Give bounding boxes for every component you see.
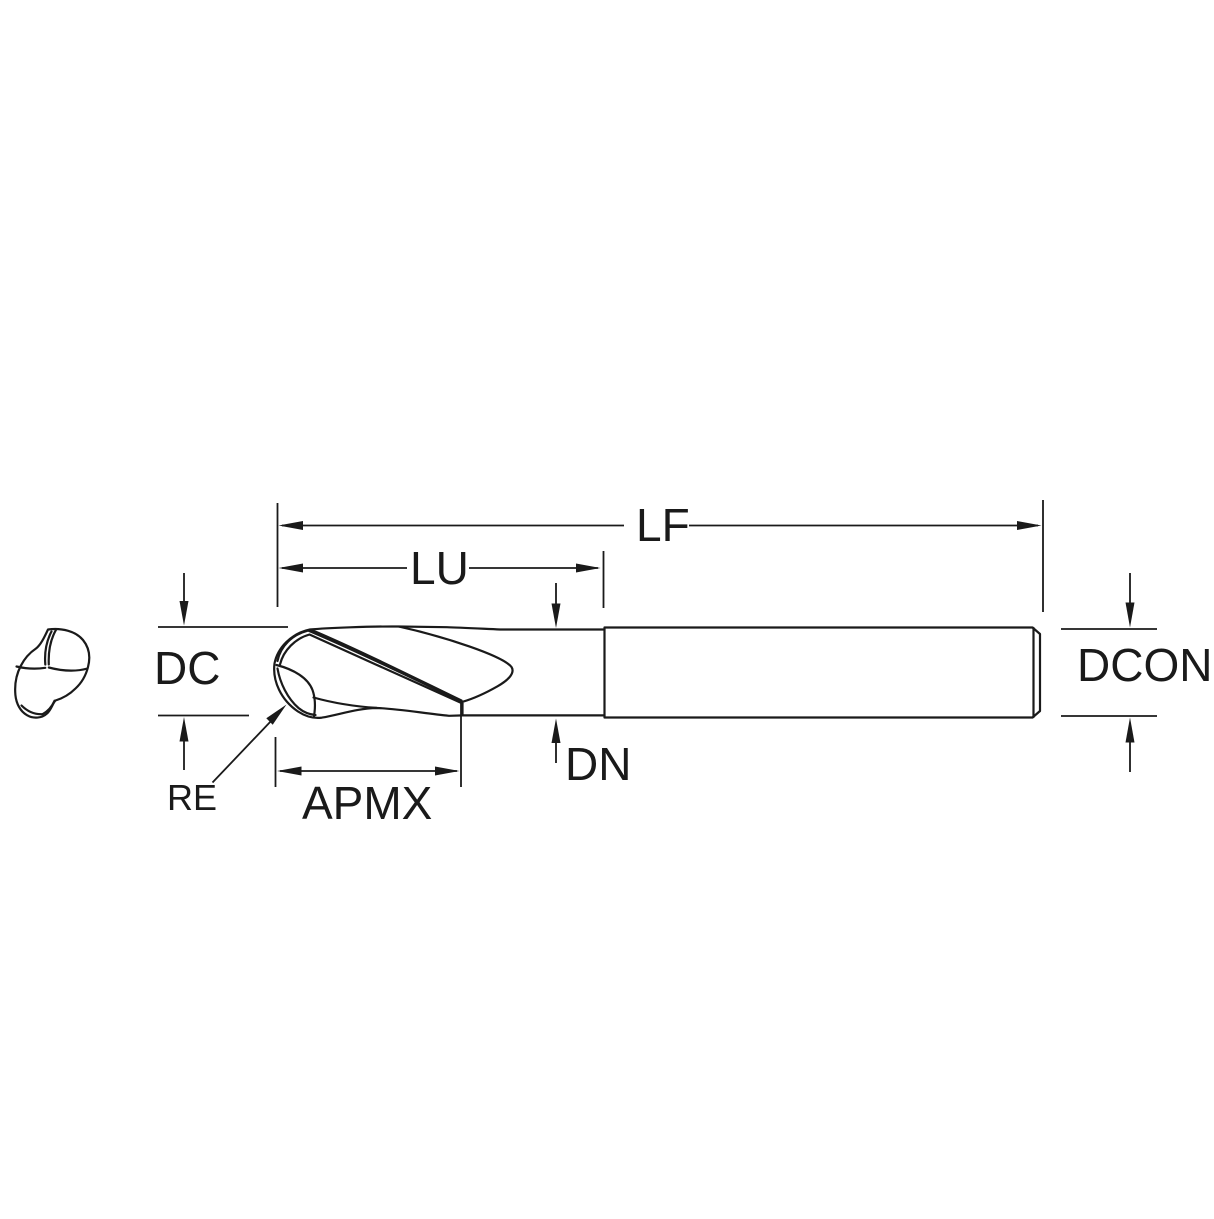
end-view-outline [14,627,91,719]
lu-arrow-left-icon [278,563,303,573]
re-label: RE [167,777,217,818]
end-view-flute-edge-lower [41,699,56,716]
end-view-flute-edge-upper [43,630,53,666]
lf-arrow-left-icon [278,521,303,530]
apmx-dimension: APMX [274,701,462,829]
flute-helix-edge-3 [278,633,464,705]
end-view-flute-edge-lower-inner [20,704,44,716]
ball-tip-edge [275,663,316,718]
end-view-center-line-right [47,666,89,672]
ball-heel-curve [312,696,378,709]
end-view-flute-edge-upper-inner [47,628,58,666]
flute-helix-edge-2 [276,629,464,704]
part-side-view-head [273,625,606,719]
dcon-label: DCON [1077,639,1212,691]
dn-dimension: DN [551,583,631,790]
dcon-arrow-top-icon [1125,602,1135,628]
re-leader-line [211,719,273,784]
dc-dimension: DC [154,573,288,770]
apmx-arrow-left-icon [277,766,302,776]
flute-groove-curve [397,625,514,703]
dn-arrow-bottom-icon [551,718,561,743]
apmx-label: APMX [302,777,432,829]
lu-arrow-right-icon [576,563,601,573]
lf-dimension: LF [276,499,1044,612]
ball-lower-margin [276,667,317,717]
shank-outline [603,626,1042,719]
dcon-dimension: DCON [1061,573,1212,772]
lu-label: LU [410,542,469,594]
re-callout: RE [167,704,287,818]
apmx-arrow-right-icon [435,766,460,776]
flute-helix-edge-1 [309,628,463,702]
dc-label: DC [154,642,220,694]
part-side-view-shank [603,626,1042,719]
dn-arrow-top-icon [551,603,561,628]
lu-dimension: LU [278,542,605,608]
dc-arrow-bottom-icon [179,717,189,742]
end-view-center-line-left [15,665,47,670]
re-arrow-icon [266,704,287,725]
dc-arrow-top-icon [179,601,189,626]
lf-label: LF [636,499,690,551]
lf-arrow-right-icon [1017,521,1042,530]
dcon-arrow-bottom-icon [1125,717,1135,743]
part-end-view [14,627,91,719]
dn-label: DN [565,738,631,790]
